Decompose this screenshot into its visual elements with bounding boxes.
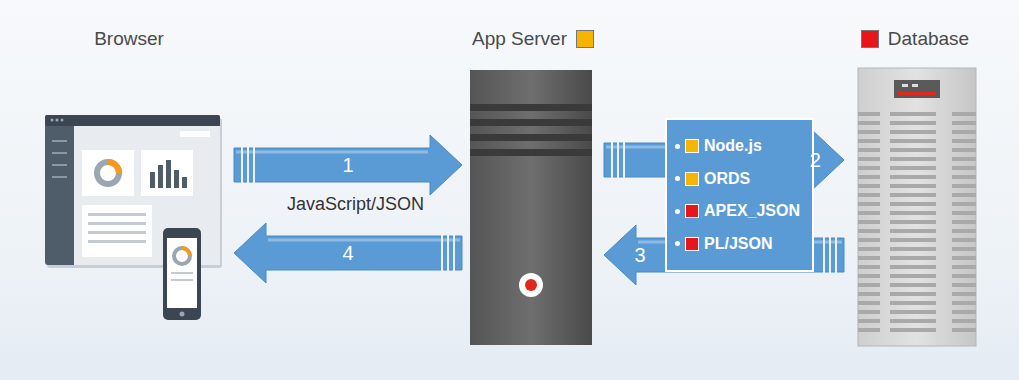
step-number: 3 xyxy=(634,244,645,267)
node-heading-row: App Server xyxy=(468,28,598,50)
legend-text: Node.js xyxy=(704,137,762,155)
block-arrow xyxy=(234,135,462,195)
node-heading: Browser xyxy=(94,28,164,50)
app-server-node: App Server xyxy=(468,28,598,348)
legend-item: PL/JSON xyxy=(675,235,800,253)
tech-list-box: Node.jsORDS APEX_JSON PL/JSON xyxy=(665,118,814,272)
legend-text: APEX_JSON xyxy=(704,202,800,220)
node-heading: Database xyxy=(888,28,969,50)
node-heading: App Server xyxy=(472,28,567,50)
legend-swatch xyxy=(685,204,699,218)
bullet-dot xyxy=(675,241,680,246)
legend-swatch xyxy=(685,237,699,251)
server-tower xyxy=(470,70,592,345)
legend-text: PL/JSON xyxy=(704,235,772,253)
color-square xyxy=(576,30,594,48)
bullet-dot xyxy=(675,176,680,181)
color-square xyxy=(861,30,879,48)
legend-text: ORDS xyxy=(704,170,750,188)
flow-label: JavaScript/JSON xyxy=(287,194,424,215)
browser-node: Browser xyxy=(30,28,228,328)
step-number: 2 xyxy=(810,149,821,172)
phone-illustration xyxy=(163,228,201,320)
step-number: 4 xyxy=(342,242,353,265)
database-tower xyxy=(858,68,976,346)
legend-item: Node.js xyxy=(675,137,800,155)
legend-swatch xyxy=(685,172,699,186)
block-arrow xyxy=(234,223,462,283)
database-node: Database xyxy=(850,28,980,348)
step-number: 1 xyxy=(342,154,353,177)
legend-item: ORDS xyxy=(675,170,800,188)
legend-item: APEX_JSON xyxy=(675,202,800,220)
node-heading-row: Browser xyxy=(30,28,228,50)
bullet-dot xyxy=(675,144,680,149)
node-heading-row: Database xyxy=(850,28,980,50)
legend-swatch xyxy=(685,139,699,153)
bullet-dot xyxy=(675,209,680,214)
